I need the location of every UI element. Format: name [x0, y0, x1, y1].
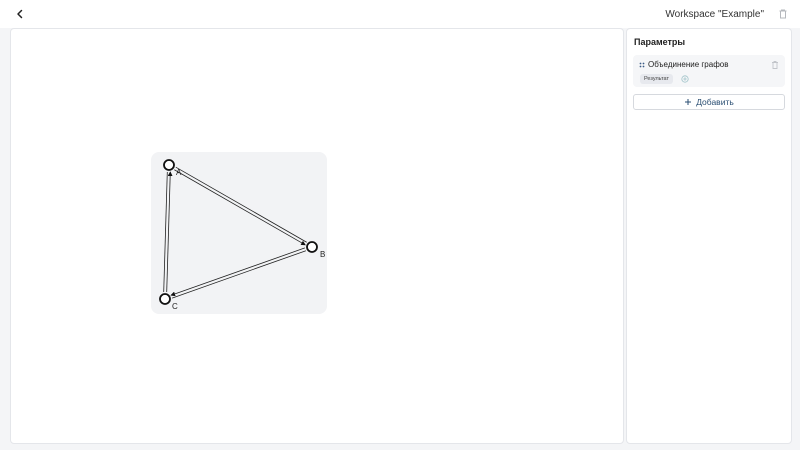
top-bar: Workspace "Example": [0, 0, 800, 28]
edge-A-B: [175, 166, 307, 243]
parameter-item[interactable]: Объединение графов Результат: [633, 55, 785, 87]
graph-node-b[interactable]: [306, 241, 318, 253]
trash-icon[interactable]: [777, 8, 789, 20]
edge-B-C: [171, 250, 307, 299]
chevron-left-icon: [17, 9, 23, 19]
back-button[interactable]: [13, 7, 27, 21]
edge-C-A: [163, 171, 168, 292]
parameters-panel: Параметры Объединение графов Результат Д…: [626, 28, 792, 444]
plus-circle-icon[interactable]: [680, 74, 690, 84]
parameter-name: Объединение графов: [648, 60, 729, 69]
graph-card[interactable]: A B C: [151, 152, 327, 314]
result-chip[interactable]: Результат: [640, 74, 674, 84]
edge-B-C: [170, 247, 306, 297]
add-button[interactable]: Добавить: [633, 94, 785, 110]
graph-view: A B C: [159, 159, 325, 311]
graph-node-c[interactable]: [159, 293, 171, 305]
drag-handle-icon[interactable]: [639, 62, 645, 68]
add-button-label: Добавить: [696, 97, 734, 107]
graph-node-a[interactable]: [163, 159, 175, 171]
workspace-canvas[interactable]: A B C: [10, 28, 624, 444]
graph-node-label: B: [320, 250, 325, 259]
graph-node-label: C: [172, 302, 178, 311]
graph-node-label: A: [176, 168, 182, 177]
panel-title: Параметры: [634, 37, 686, 47]
trash-icon[interactable]: [770, 60, 780, 70]
edge-C-A: [166, 171, 173, 293]
edge-A-B: [174, 169, 306, 246]
plus-icon: [685, 99, 692, 105]
workspace-title: Workspace "Example": [665, 9, 764, 20]
